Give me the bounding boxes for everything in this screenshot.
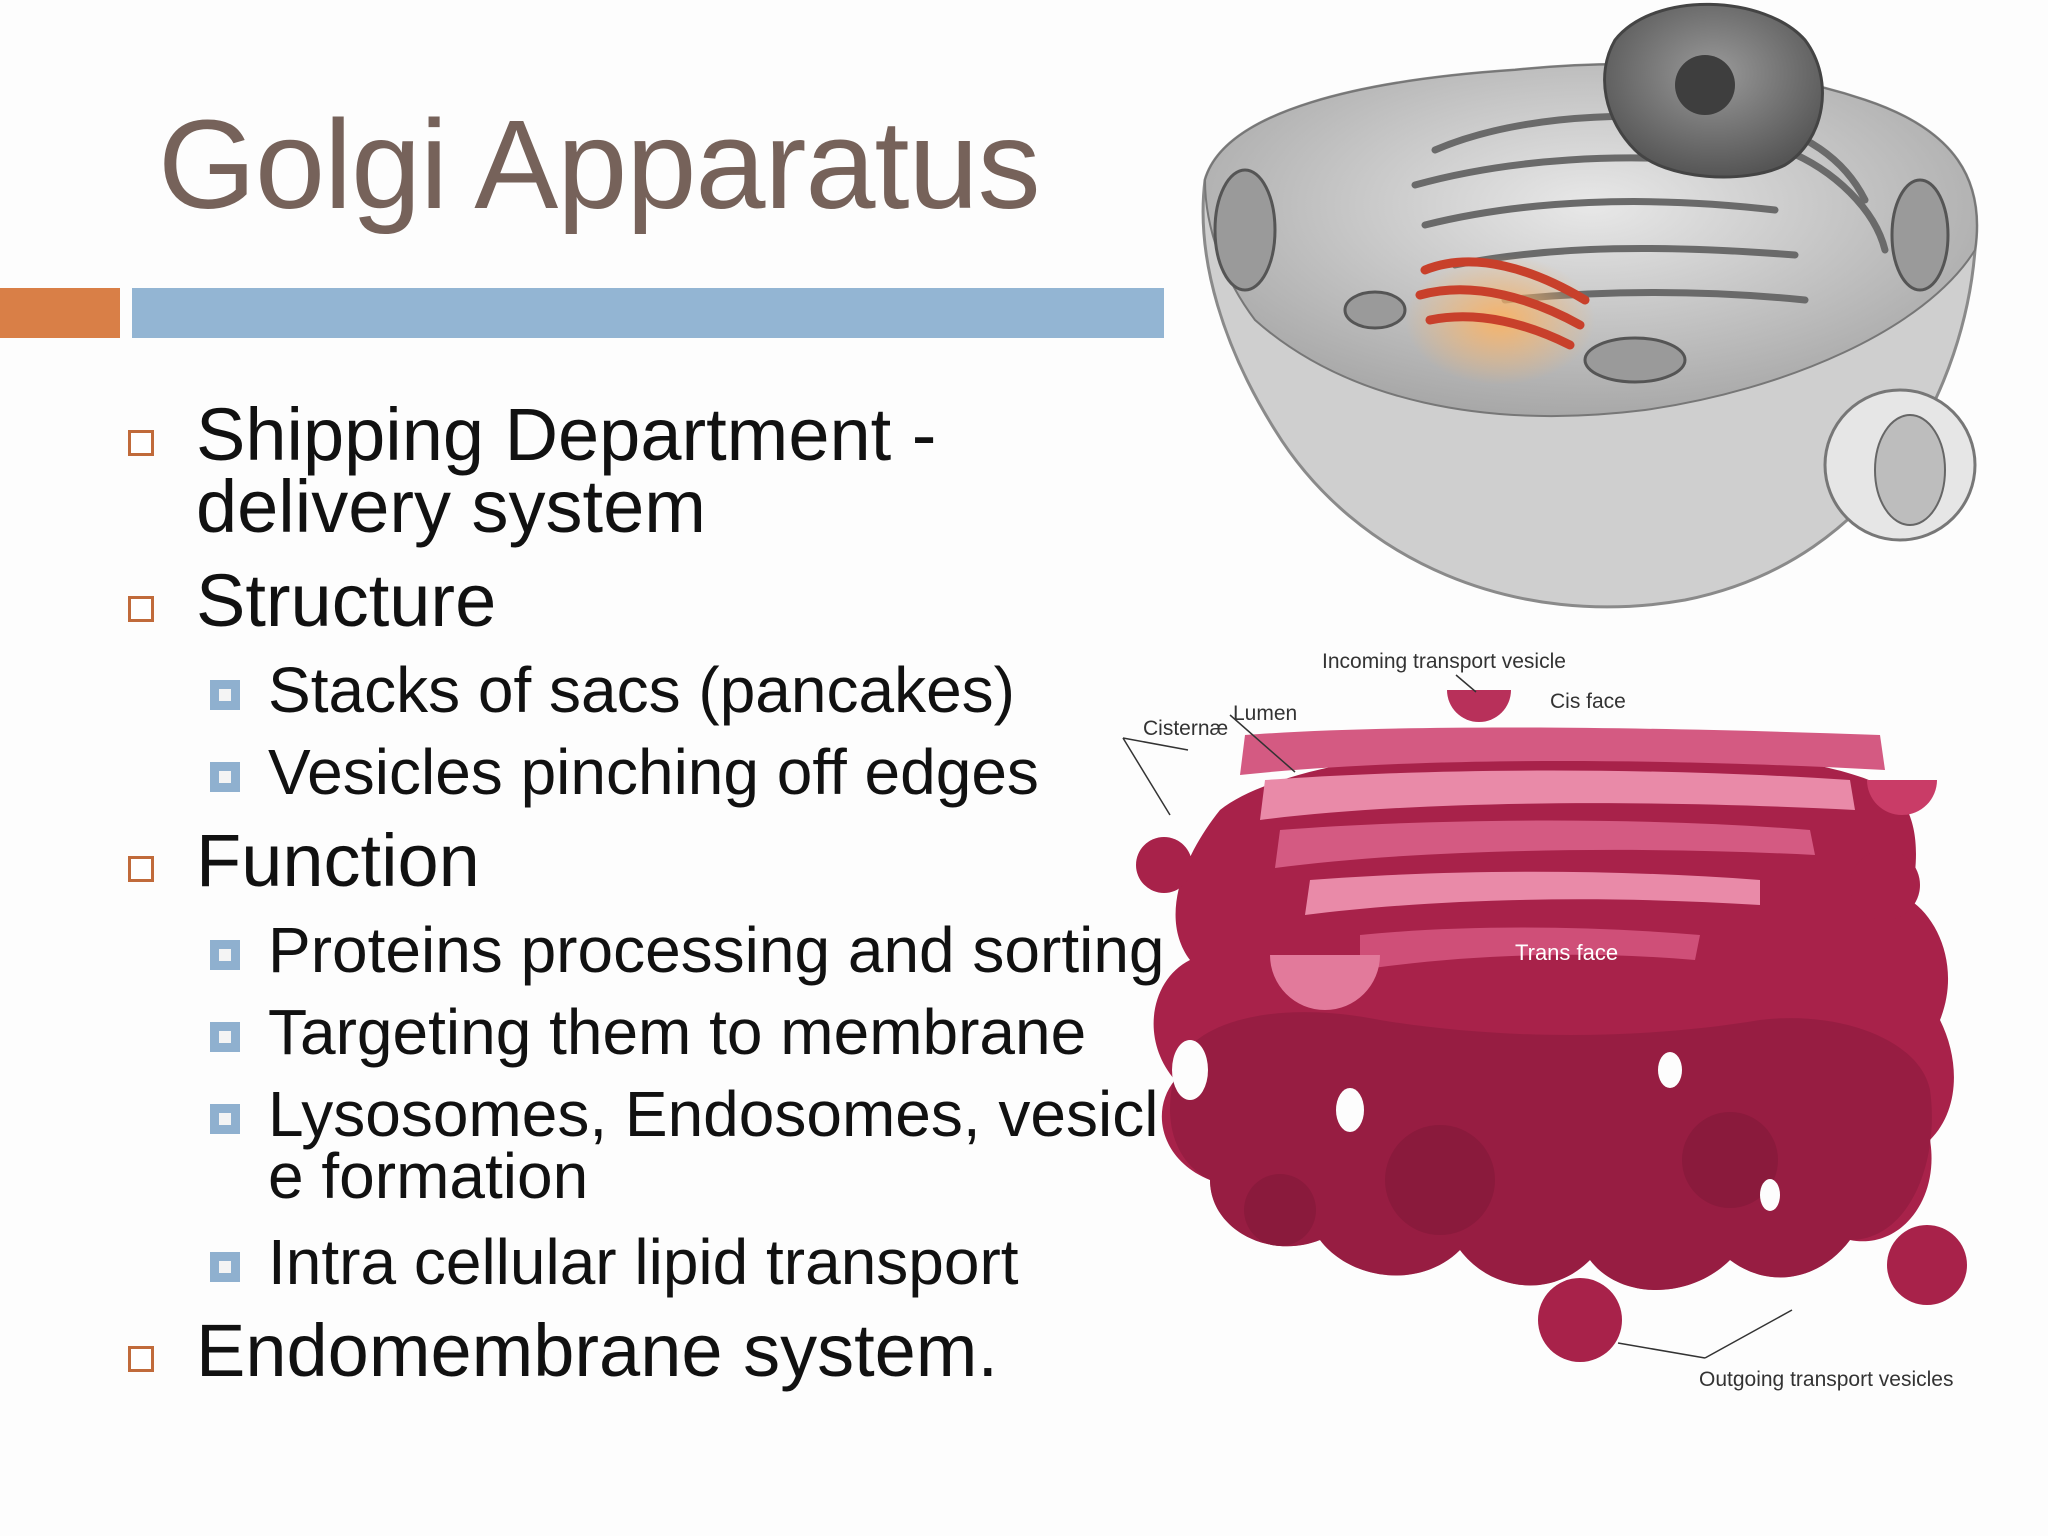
sub-bullet-item: Intra cellular lipid transport — [268, 1230, 1019, 1294]
sub-bullet-square-icon — [210, 762, 240, 792]
bullet-line: Shipping Department - — [196, 393, 937, 476]
cell-cross-section-illustration — [1201, 2, 1979, 609]
bullet-item: Structure — [196, 564, 496, 638]
sub-bullet-item: Proteins processing and sorting — [268, 918, 1165, 982]
bullet-line: Targeting them to membrane — [268, 996, 1087, 1068]
bullet-line: Intra cellular lipid transport — [268, 1226, 1019, 1298]
bullet-line: Stacks of sacs (pancakes) — [268, 654, 1015, 726]
bullet-line: Function — [196, 819, 480, 902]
trans-face-label: Trans face — [1515, 940, 1618, 965]
sub-bullet-square-icon — [210, 940, 240, 970]
bullet-square-icon — [128, 1346, 154, 1372]
bullet-square-icon — [128, 596, 154, 622]
title-accent-bar-orange — [0, 288, 120, 338]
bullet-item: Endomembrane system. — [196, 1314, 998, 1388]
bullet-line: Endomembrane system. — [196, 1309, 999, 1392]
bullet-item: Shipping Department - delivery system — [196, 398, 936, 544]
cisternae-label: Cisternæ — [1143, 717, 1228, 740]
bullet-square-icon — [128, 856, 154, 882]
sub-bullet-square-icon — [210, 1022, 240, 1052]
bullet-item: Function — [196, 824, 480, 898]
bullet-line: e formation — [268, 1140, 589, 1212]
slide-title: Golgi Apparatus — [158, 94, 1041, 235]
sub-bullet-square-icon — [210, 1104, 240, 1134]
lumen-label: Lumen — [1233, 702, 1297, 725]
sub-bullet-item: Stacks of sacs (pancakes) — [268, 658, 1015, 722]
bullet-line: Lysosomes, Endosomes, vesicl — [268, 1078, 1159, 1150]
sub-bullet-square-icon — [210, 680, 240, 710]
bullet-line: delivery system — [196, 465, 706, 548]
bullet-square-icon — [128, 430, 154, 456]
sub-bullet-square-icon — [210, 1252, 240, 1282]
cis-face-label: Cis face — [1550, 690, 1626, 713]
title-accent-bar-blue — [132, 288, 1164, 338]
bullet-line: Structure — [196, 559, 497, 642]
bullet-line: Vesicles pinching off edges — [268, 736, 1039, 808]
sub-bullet-item: Vesicles pinching off edges — [268, 740, 1039, 804]
golgi-diagram: Incoming transport vesicle Cis face Lume… — [1122, 650, 1967, 1391]
bullet-line: Proteins processing and sorting — [268, 914, 1165, 986]
sub-bullet-item: Targeting them to membrane — [268, 1000, 1086, 1064]
incoming-vesicle-label: Incoming transport vesicle — [1322, 650, 1566, 673]
sub-bullet-item: Lysosomes, Endosomes, vesicl e formation — [268, 1082, 1158, 1208]
outgoing-vesicles-label: Outgoing transport vesicles — [1699, 1368, 1953, 1391]
